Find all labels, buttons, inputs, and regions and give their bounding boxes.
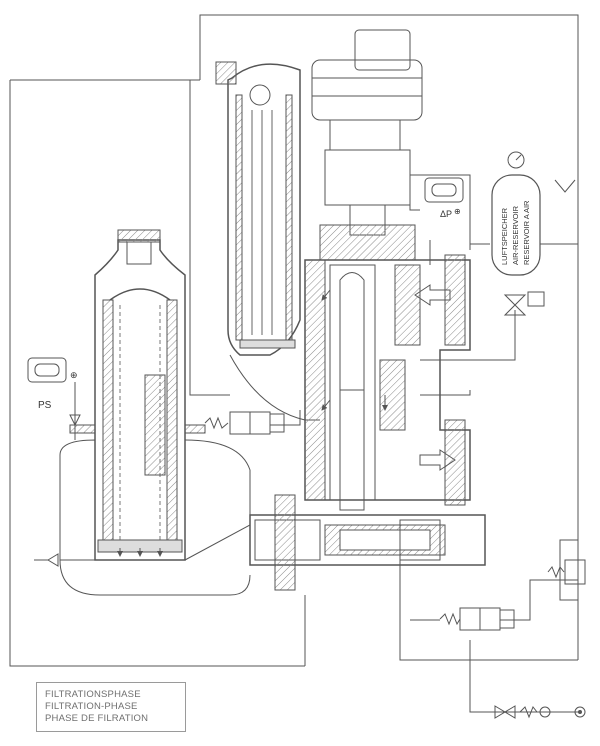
check-valve-right [547,559,586,585]
control-piping [9,14,580,713]
solenoid-valve-lower [439,607,515,631]
delta-p-switch: ΔP ⊕ [424,177,464,219]
phase-caption: FILTRATIONSPHASE FILTRATION-PHASE PHASE … [36,682,186,732]
caption-line-fr: PHASE DE FILRATION [45,713,149,724]
left-filter-housing [34,229,251,596]
air-reservoir-label-de: LUFTSPEICHER [500,207,509,265]
pressure-switch-label: PS [38,400,52,411]
solenoid-valve-upper [204,411,285,435]
air-reservoir-label-fr: RESERVOIR A AIR [522,200,531,265]
backflush-filter [215,61,320,421]
pressure-switch-plus: ⊕ [70,370,78,380]
air-supply [494,705,586,719]
rotary-valve-body [304,224,471,511]
drain-piston [249,494,486,591]
drive-motor [311,29,423,236]
flow-arrows [117,289,388,557]
delta-p-label: ΔP [440,209,452,219]
pressure-switch: PS ⊕ [27,357,81,440]
caption-line-de: FILTRATIONSPHASE [45,689,141,700]
caption-line-en: FILTRATION-PHASE [45,701,138,712]
air-reservoir: LUFTSPEICHER AIR-RESERVOIR RESERVOIR A A… [491,151,576,316]
delta-p-plus: ⊕ [454,207,461,216]
air-reservoir-label-en: AIR-RESERVOIR [511,205,520,265]
